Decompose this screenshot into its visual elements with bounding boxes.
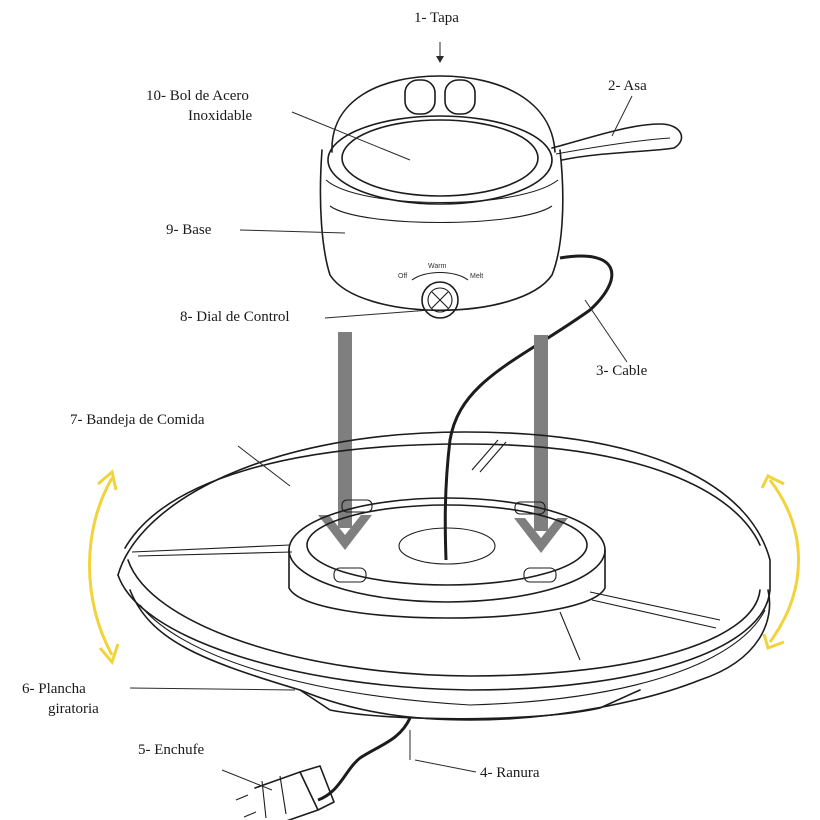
handle — [551, 123, 683, 161]
label-control-dial: 8- Dial de Control — [180, 309, 290, 325]
placement-arrow-right — [514, 335, 568, 553]
label-rotating-plate-line1: 6- Plancha — [22, 681, 86, 697]
label-steel-bowl-line2: Inoxidable — [188, 108, 253, 124]
label-lid: 1- Tapa — [414, 10, 459, 26]
food-tray — [117, 431, 771, 691]
control-dial — [411, 271, 469, 319]
label-plug: 5- Enchufe — [138, 742, 205, 758]
label-rotating-plate-line2: giratoria — [48, 701, 99, 717]
dial-label-melt: Melt — [470, 273, 483, 280]
dial-label-warm: Warm — [428, 263, 447, 270]
rotation-arrow-right — [760, 473, 800, 650]
placement-arrow-left — [318, 332, 372, 550]
lid — [327, 75, 556, 205]
dial-label-off: Off — [398, 273, 407, 280]
rotation-arrow-left — [88, 469, 120, 665]
base-body — [319, 149, 564, 311]
leader-lines — [129, 42, 633, 791]
label-cable: 3- Cable — [596, 363, 648, 379]
label-base: 9- Base — [166, 222, 212, 238]
label-steel-bowl-line1: 10- Bol de Acero — [146, 88, 249, 104]
power-plug — [235, 717, 412, 820]
rotating-plate — [129, 589, 771, 721]
label-handle: 2- Asa — [608, 78, 647, 94]
label-food-tray: 7- Bandeja de Comida — [70, 412, 205, 428]
label-slot: 4- Ranura — [480, 765, 540, 781]
